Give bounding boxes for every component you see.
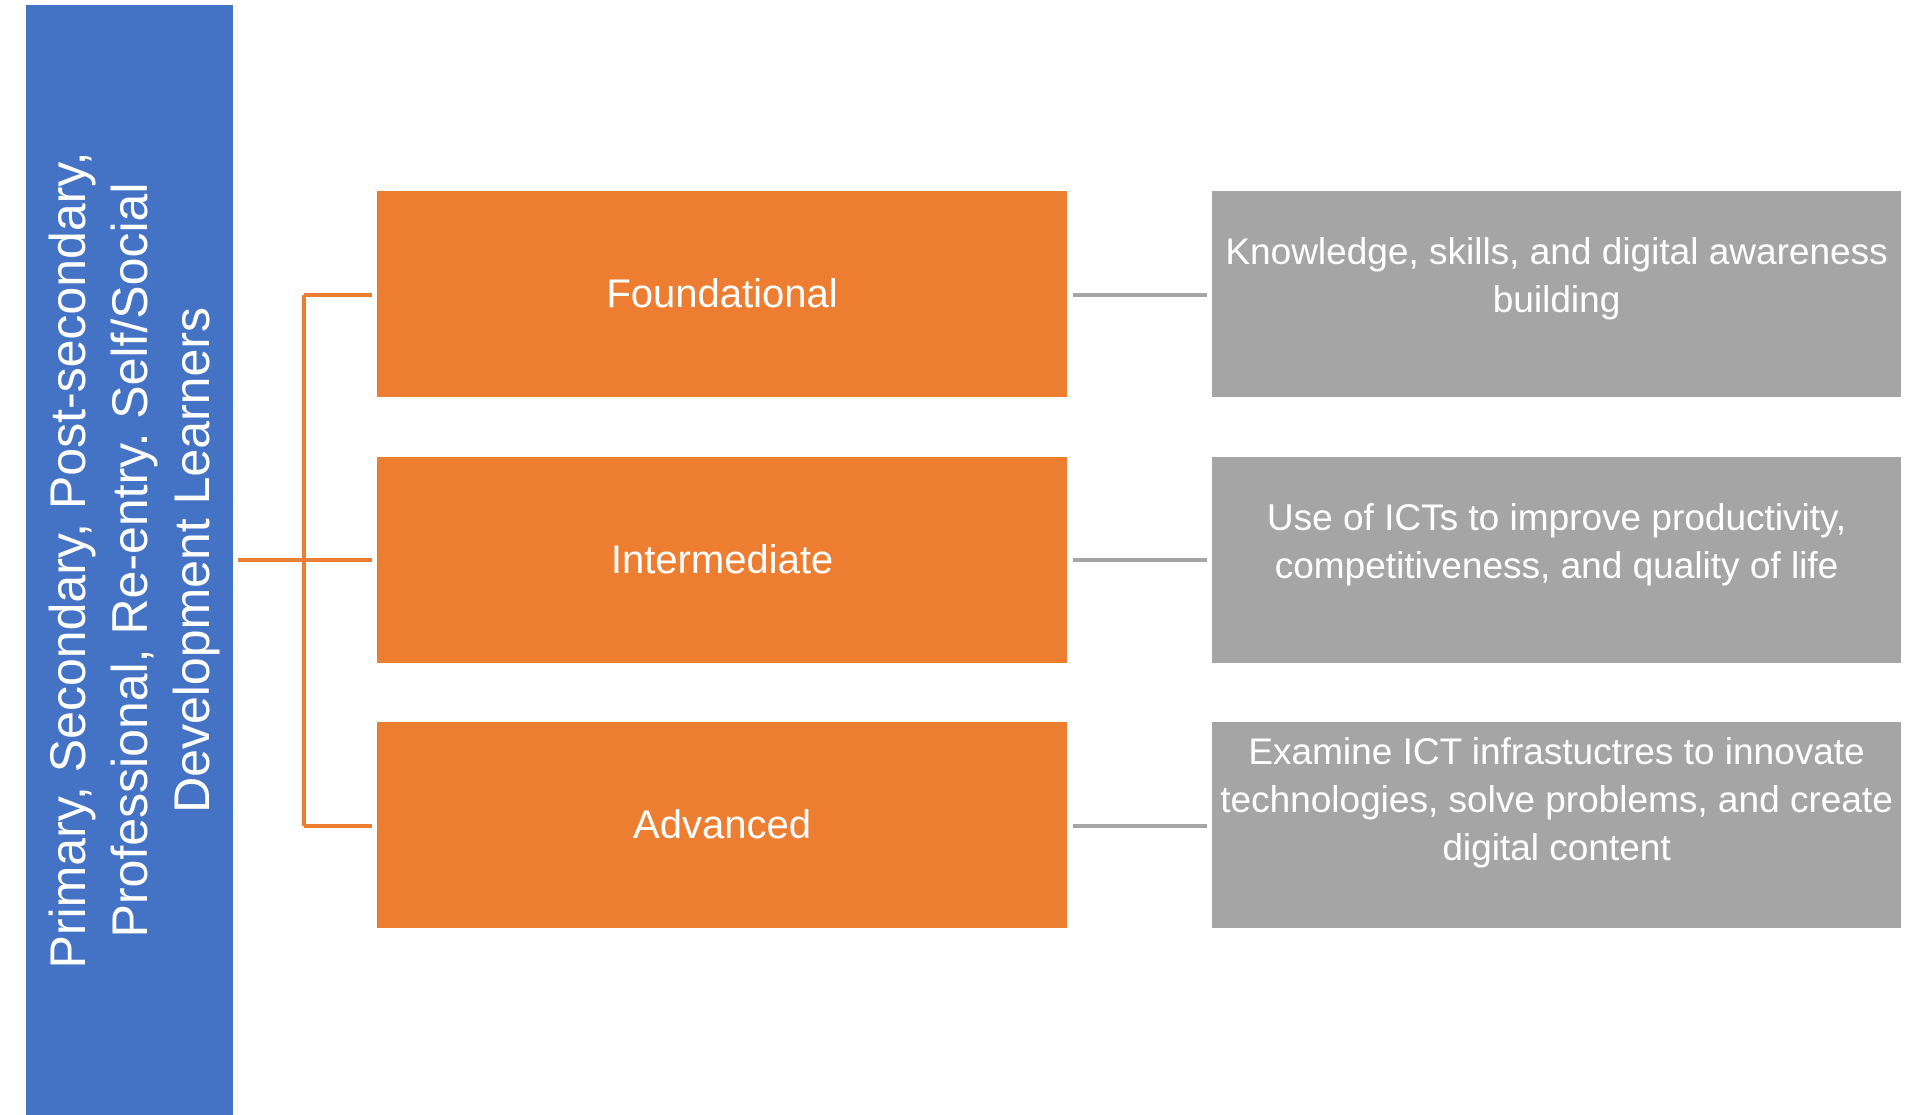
advanced-description-text: Examine ICT infrastuctres to innovate te…	[1220, 731, 1893, 868]
foundational-description-box: Knowledge, skills, and digital awareness…	[1212, 191, 1901, 397]
orange-connectors	[238, 293, 372, 828]
advanced-description-box: Examine ICT infrastuctres to innovate te…	[1212, 722, 1901, 928]
root-learners-box: Primary, Secondary, Post-secondary, Prof…	[26, 5, 233, 1115]
level-intermediate-box: Intermediate	[377, 457, 1067, 663]
level-intermediate-label: Intermediate	[610, 537, 834, 582]
level-foundational-label: Foundational	[606, 271, 838, 316]
gray-connectors	[1073, 293, 1207, 828]
intermediate-description-box: Use of ICTs to improve productivity, com…	[1212, 457, 1901, 663]
intermediate-description-text: Use of ICTs to improve productivity, com…	[1266, 497, 1847, 586]
level-foundational-box: Foundational	[377, 191, 1067, 397]
level-advanced-label: Advanced	[633, 802, 811, 847]
level-advanced-box: Advanced	[377, 722, 1067, 928]
foundational-description-text: Knowledge, skills, and digital awareness…	[1225, 231, 1888, 320]
